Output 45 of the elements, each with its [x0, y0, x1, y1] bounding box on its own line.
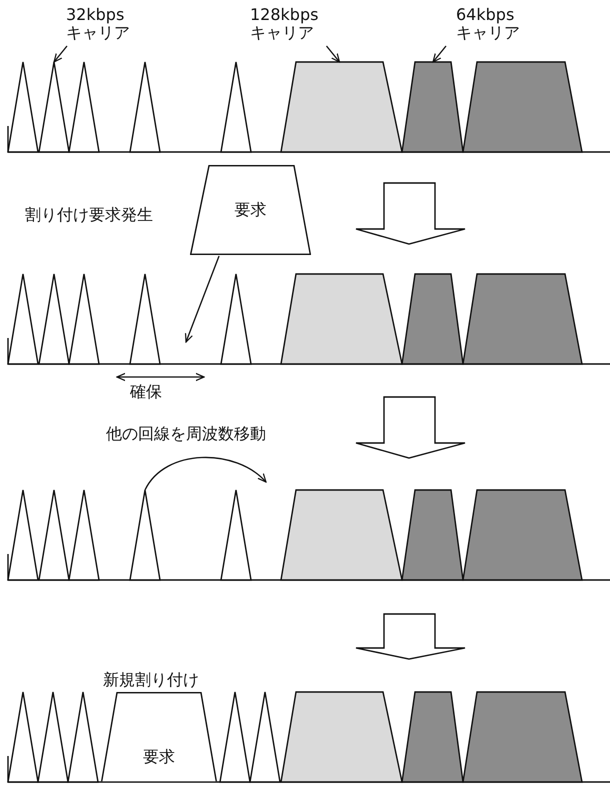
- carrier-label: 64kbps キャリア: [456, 6, 536, 42]
- carrier-band: [280, 691, 403, 783]
- carrier-peak: [220, 273, 252, 365]
- request-block: 要求: [101, 692, 217, 782]
- leader-line: [432, 46, 446, 63]
- carrier-peak: [220, 489, 252, 581]
- arrow: [144, 456, 267, 490]
- carrier-peak: [220, 61, 252, 153]
- carrier-label: 32kbps キャリア: [66, 6, 146, 42]
- carrier-peak: [38, 273, 70, 365]
- leader-line: [326, 46, 340, 63]
- carrier-band: [401, 61, 464, 153]
- carrier-peak: [219, 691, 251, 783]
- request-block: 要求: [190, 165, 311, 255]
- step-caption: 割り付け要求発生: [25, 206, 153, 224]
- carrier-peak: [67, 691, 99, 783]
- carrier-band: [280, 273, 403, 365]
- carrier-peak: [37, 691, 69, 783]
- carrier-peak: [38, 61, 70, 153]
- carrier-band: [401, 691, 464, 783]
- leader-line: [53, 46, 68, 63]
- carrier-peak: [129, 489, 161, 581]
- carrier-peak: [68, 61, 100, 153]
- carrier-band: [462, 489, 583, 581]
- carrier-peak: [68, 273, 100, 365]
- carrier-band: [280, 489, 403, 581]
- dimension-label: 確保: [130, 383, 162, 401]
- arrow: [184, 256, 220, 343]
- carrier-peak: [129, 61, 161, 153]
- carrier-peak: [7, 61, 39, 153]
- carrier-band: [462, 273, 583, 365]
- carrier-peak: [129, 273, 161, 365]
- carrier-label: 128kbps キャリア: [250, 6, 345, 42]
- carrier-band: [401, 273, 464, 365]
- carrier-peak: [68, 489, 100, 581]
- step-caption: 新規割り付け: [103, 671, 199, 689]
- carrier-band: [462, 61, 583, 153]
- carrier-band: [280, 61, 403, 153]
- step-caption: 他の回線を周波数移動: [106, 425, 266, 443]
- carrier-peak: [7, 273, 39, 365]
- carrier-band: [401, 489, 464, 581]
- carrier-peak: [7, 489, 39, 581]
- carrier-peak: [38, 489, 70, 581]
- carrier-peak: [7, 691, 39, 783]
- carrier-band: [462, 691, 583, 783]
